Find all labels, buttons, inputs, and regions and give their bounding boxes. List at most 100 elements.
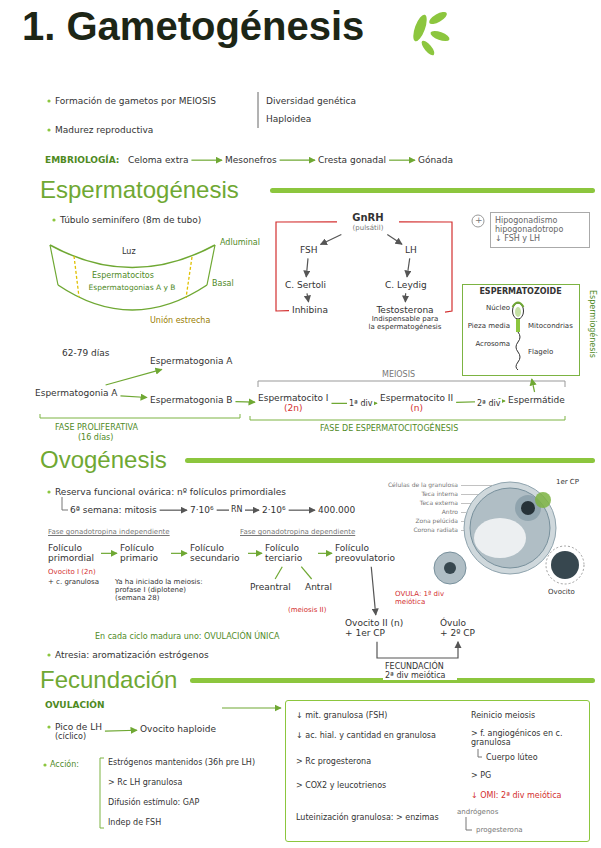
node-text: Espermatocito II [380,393,453,403]
connector [171,553,187,554]
label-text: + c. granulosa [48,578,99,586]
sperm-nucleus [515,307,521,317]
label-text: Reserva funcional ovárica: nº folículos … [55,487,286,497]
flagellum [516,332,520,370]
node-text: (cíclico) [55,732,102,741]
node-text: Indispensable para la espermatogénesis [368,315,442,331]
label-text: FASE DE ESPERMATOCITOGÉNESIS [320,424,458,433]
node-text: ↓ mit. granulosa (FSH) [296,711,461,720]
label-text: MEIOSIS [380,370,417,379]
flow-node: 400.000 [318,505,355,515]
flow-node: Espermatogonia A [150,356,232,366]
connector [389,160,415,161]
leader-line [461,486,492,531]
edge-label: 2ª div [475,399,502,408]
outlined-box: ESPERMATOZOIDE [462,284,580,376]
sperm-drawing [513,303,524,371]
leaf [420,39,437,57]
node-text: Espermatocito I [258,393,328,403]
flow-node: Espermatogonia B [150,395,232,405]
heading-bar [270,188,595,193]
tubule-drawing [50,245,215,310]
flow-node: Ovocito haploide [140,724,216,734]
divider [258,92,259,128]
node-text: Espermátide [508,395,565,405]
node-text: ↓ OMI: 2ª div meiótica [471,791,583,800]
label-text: progesterona [476,826,523,834]
flow-node: 7·10⁶ [190,505,214,515]
meiosis-bracket [258,381,565,387]
flow-node: Espermátide [508,395,565,405]
node-text: > Rc progesterona [296,757,461,766]
connector [387,235,402,245]
node-text: Celoma extra [128,155,188,165]
connector [105,730,137,732]
connector [235,401,255,403]
node-text: > PG [471,771,583,780]
connector [532,379,535,392]
bullet [47,99,50,102]
connector [248,553,262,554]
flow-node: Cresta gonadal [318,155,386,165]
bullet [52,218,55,221]
label-text: Madurez reproductiva [55,125,153,135]
node-text: FSH [300,245,318,255]
node-text: Hipogonadismo hipogonadotropo [495,216,585,234]
plus-circle [472,215,484,227]
leaf [429,29,451,43]
outlined-box: ↓ mit. granulosa (FSH)↓ ac. hial. y cant… [285,700,590,842]
label-text: Corona radiata [372,527,458,534]
edge-label: FECUNDACIÓN 2ª div meiótica [383,662,457,680]
node-text: Testosterona [368,305,442,315]
label-text: 1er CP [556,478,579,486]
node-text: C. Leydig [385,280,427,290]
flow-node: Gónada [418,155,453,165]
oocyte [521,501,535,515]
label-text: + [475,215,483,225]
flow-node: Folículo primordial [48,543,98,564]
label-text: Ya ha iniciado la meiosis: profase I (di… [115,578,215,602]
label-text: Fase gonadotropina independiente [48,528,170,536]
heading-bar [185,458,595,463]
label-text: Antro [372,509,458,516]
node-text: Espermatogonia A [150,356,232,366]
label-text: Atresia: aromatización estrógenos [55,650,209,660]
phase-bracket [250,416,565,420]
node-text: Folículo primario [120,543,168,564]
connector [407,258,410,277]
label-text: Estrógenos mantenidos (36h pre LH) [108,758,255,767]
section-heading: Espermatogénesis [40,176,239,204]
node-text: > f. angiogénicos en c. granulosa [471,729,583,747]
connector [275,567,282,579]
label-text: Pieza media [464,322,510,330]
flow-node: Pico de LH(cíclico) [55,722,102,742]
label-text: Espermatocitos [92,271,154,280]
luminal-edge [50,245,215,268]
section-heading: Ovogénesis [40,446,167,474]
label-text: > Rc LH granulosa [108,778,182,787]
label-text: Haploidea [266,114,311,124]
flow-node: Folículo terciario [265,543,315,564]
flow-node: Folículo secundario [190,543,245,564]
label-text: (16 días) [78,433,113,442]
flow-node: TestosteronaIndispensable para la esperm… [368,305,442,331]
elbow-line [62,497,68,510]
node-text: Reinicio meiosis [471,711,583,720]
connector [307,293,309,302]
node-text: LH [405,245,417,255]
flow-node: C. Sertoli [285,280,326,290]
midpiece [516,319,520,332]
node-text: C. Sertoli [285,280,326,290]
label-text: Unión estrecha [150,316,210,325]
released-oocyte [551,551,579,579]
node-text: 7·10⁶ [190,505,214,515]
connector [377,642,458,658]
node-text: GnRH [340,212,396,224]
node-text: Cuerpo lúteo [486,753,586,762]
node-text: 2·10⁶ [262,505,286,515]
connector [289,510,315,511]
phase-bracket [40,414,240,418]
tight-junction [74,256,192,298]
connector [301,567,311,579]
node-text: 400.000 [318,505,355,515]
